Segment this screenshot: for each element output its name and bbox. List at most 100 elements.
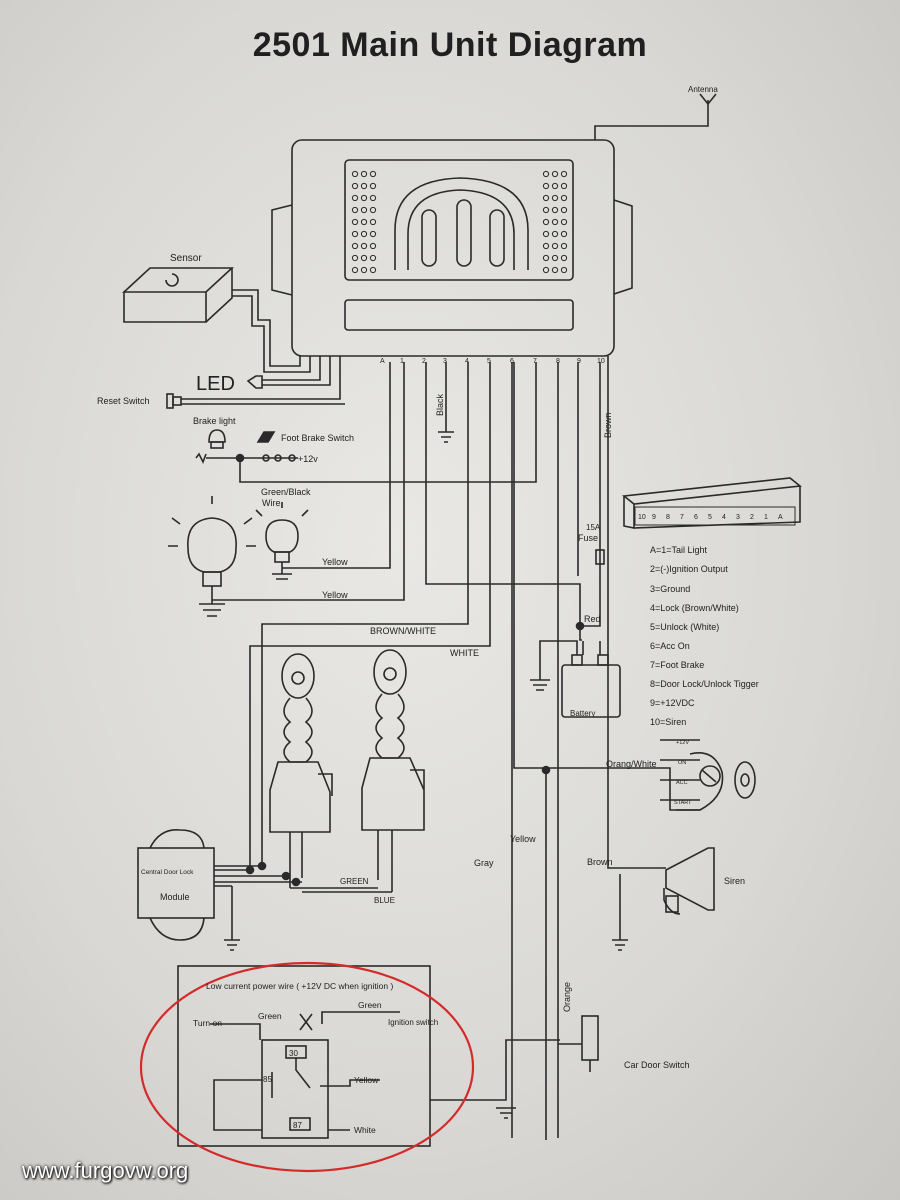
svg-text:4: 4 bbox=[722, 514, 726, 521]
wire-label: Wire bbox=[262, 498, 281, 508]
svg-text:6=Acc On: 6=Acc On bbox=[650, 641, 690, 651]
antenna-label: Antenna bbox=[688, 85, 718, 94]
cdl-module-label-1: Central Door Lock bbox=[141, 869, 194, 876]
cdl-module-label-2: Module bbox=[160, 892, 190, 902]
tail-light-big-icon bbox=[168, 496, 256, 617]
green-wire bbox=[214, 875, 378, 889]
red-label: Red bbox=[584, 614, 601, 624]
svg-text:5=Unlock (White): 5=Unlock (White) bbox=[650, 622, 719, 632]
yellow-label-1: Yellow bbox=[322, 557, 348, 567]
svg-text:ACC: ACC bbox=[676, 780, 688, 786]
siren-label: Siren bbox=[724, 876, 745, 886]
relay-diagram bbox=[177, 965, 560, 1147]
svg-text:Low current power wire ( +12V: Low current power wire ( +12V DC when ig… bbox=[206, 981, 393, 991]
svg-text:Ignition switch: Ignition switch bbox=[388, 1018, 438, 1027]
svg-text:6: 6 bbox=[694, 514, 698, 521]
svg-text:2: 2 bbox=[422, 358, 426, 365]
svg-text:9: 9 bbox=[577, 358, 581, 365]
svg-text:9: 9 bbox=[652, 514, 656, 521]
svg-text:Yellow: Yellow bbox=[354, 1075, 379, 1085]
fuse-label: Fuse bbox=[578, 533, 598, 543]
battery-label: Battery bbox=[570, 709, 595, 718]
svg-text:8=Door Lock/Unlock Tigger: 8=Door Lock/Unlock Tigger bbox=[650, 679, 759, 689]
svg-text:White: White bbox=[354, 1125, 376, 1135]
pin-connector bbox=[621, 477, 803, 529]
svg-text:8: 8 bbox=[556, 358, 560, 365]
brown-white-wire bbox=[214, 362, 469, 867]
svg-text:87: 87 bbox=[293, 1121, 302, 1130]
reset-switch-icon bbox=[166, 356, 345, 409]
black-label: Black bbox=[435, 393, 445, 416]
main-unit-pin-numbers: A 1 2 3 4 5 6 7 8 9 10 bbox=[380, 358, 605, 365]
reset-switch-label: Reset Switch bbox=[97, 396, 150, 406]
svg-text:7: 7 bbox=[533, 358, 537, 365]
svg-text:4: 4 bbox=[465, 358, 469, 365]
svg-text:Green: Green bbox=[258, 1011, 282, 1021]
orange-white-label: Orang/White bbox=[606, 759, 657, 769]
central-door-lock-module bbox=[137, 829, 240, 951]
brown-top-label: Brown bbox=[603, 412, 613, 438]
yellow-label-2: Yellow bbox=[322, 590, 348, 600]
svg-text:3=Ground: 3=Ground bbox=[650, 584, 690, 594]
foot-brake-switch-icon bbox=[239, 362, 537, 483]
antenna-icon bbox=[594, 93, 717, 140]
svg-text:ON: ON bbox=[678, 760, 686, 766]
yellow-wire-1 bbox=[282, 362, 391, 569]
fuse-15a-label: 15A bbox=[586, 523, 601, 532]
led-grid-right bbox=[542, 170, 568, 274]
svg-text:2: 2 bbox=[750, 514, 754, 521]
svg-text:85: 85 bbox=[263, 1075, 272, 1084]
svg-text:Turn on: Turn on bbox=[193, 1018, 222, 1028]
svg-text:1: 1 bbox=[764, 514, 768, 521]
green-black-label: Green/Black bbox=[261, 487, 311, 497]
yellow-label-3: Yellow bbox=[510, 834, 536, 844]
black-ground-wire bbox=[438, 362, 454, 443]
fuse-icon bbox=[595, 549, 605, 565]
tail-light-small-icon bbox=[255, 502, 309, 580]
svg-text:30: 30 bbox=[289, 1049, 298, 1058]
brown-siren-label: Brown bbox=[587, 857, 613, 867]
foot-brake-switch-label: Foot Brake Switch bbox=[281, 433, 354, 443]
ignition-output-wire bbox=[425, 362, 581, 626]
gray-label: Gray bbox=[474, 858, 494, 868]
svg-text:+12V: +12V bbox=[676, 740, 689, 746]
watermark: www.furgovw.org bbox=[22, 1158, 189, 1183]
relay-labels: Low current power wire ( +12V DC when ig… bbox=[193, 981, 438, 1135]
sensor-label: Sensor bbox=[170, 253, 202, 264]
svg-text:10: 10 bbox=[638, 514, 646, 521]
ignition-switch-labels: +12V ON ACC START bbox=[674, 740, 692, 806]
svg-text:10: 10 bbox=[597, 358, 605, 365]
white-label: WHITE bbox=[450, 648, 479, 658]
svg-text:A: A bbox=[778, 514, 783, 521]
svg-text:10=Siren: 10=Siren bbox=[650, 717, 686, 727]
svg-text:9=+12VDC: 9=+12VDC bbox=[650, 698, 695, 708]
svg-text:START: START bbox=[674, 800, 692, 806]
svg-text:2=(-)Ignition Output: 2=(-)Ignition Output bbox=[650, 564, 728, 574]
brake-light-label: Brake light bbox=[193, 416, 236, 426]
yellow-wire-2 bbox=[212, 362, 405, 601]
orange-label: Orange bbox=[562, 982, 572, 1012]
blue-label: BLUE bbox=[374, 896, 395, 905]
svg-text:6: 6 bbox=[510, 358, 514, 365]
ignition-switch-icon bbox=[546, 739, 756, 811]
sensor-icon bbox=[121, 267, 311, 373]
white-wire bbox=[214, 362, 491, 871]
led-icon bbox=[246, 356, 331, 389]
svg-text:A: A bbox=[380, 358, 385, 365]
svg-text:1: 1 bbox=[400, 358, 404, 365]
siren-icon bbox=[607, 356, 715, 951]
svg-text:5: 5 bbox=[708, 514, 712, 521]
pin-legend: A=1=Tail Light 2=(-)Ignition Output 3=Gr… bbox=[650, 545, 759, 727]
led-grid-left bbox=[351, 170, 377, 274]
door-lock-actuator-left bbox=[269, 653, 333, 888]
highlight-circle bbox=[139, 961, 475, 1173]
svg-text:Green: Green bbox=[358, 1000, 382, 1010]
brake-light-icon bbox=[195, 429, 298, 464]
svg-text:4=Lock (Brown/White): 4=Lock (Brown/White) bbox=[650, 603, 739, 613]
svg-text:8: 8 bbox=[666, 514, 670, 521]
car-door-switch-icon bbox=[558, 1015, 599, 1072]
connector-pin-numbers: 10 9 8 7 6 5 4 3 2 1 A bbox=[638, 514, 783, 521]
door-lock-actuator-right bbox=[361, 649, 425, 892]
